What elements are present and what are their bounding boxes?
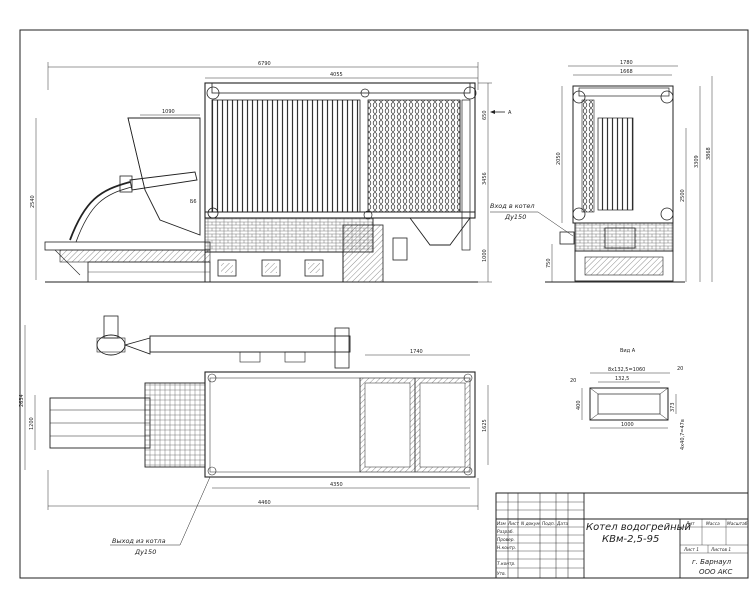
dim-2500: 2500 (680, 189, 686, 202)
dim-6790: 6790 (258, 61, 271, 67)
view-a-left: 20 (570, 378, 576, 384)
tb-sheets: Листов 1 (710, 547, 731, 553)
view-a-label: Вид А (620, 348, 636, 354)
dim-1000: 1000 (482, 249, 488, 262)
view-a-flange: 8x132,5=1060 (608, 367, 645, 373)
tb-row-razrab: Разраб. (497, 529, 514, 535)
tb-header-mass: Масса (706, 521, 720, 527)
dim-650: 650 (482, 110, 488, 120)
dim-2540: 2540 (30, 195, 36, 208)
dim-1200: 1200 (29, 417, 35, 430)
view-a-detail: Вид А 8x132,5=1060 132,5 20 20 400 373 1… (570, 348, 686, 450)
front-view: 6790 4055 1090 2540 (30, 61, 512, 283)
dim-4350: 4350 (330, 482, 343, 488)
tb-col-ndok: N докум. (521, 521, 541, 527)
section-a-mark: А (508, 110, 512, 116)
dim-2050: 2050 (556, 152, 562, 165)
dim-3868: 3868 (706, 147, 712, 160)
dim-1625: 1625 (482, 419, 488, 432)
dim-4460: 4460 (258, 500, 271, 506)
drawing-frame (19, 29, 749, 579)
dim-3456: 3456 (482, 172, 488, 185)
label-b6: Б6 (190, 199, 197, 205)
outlet-note-line1: Выход из котла (112, 537, 166, 545)
title-block: Изм Лист N докум. Подп. Дата Разраб. Про… (495, 492, 749, 579)
view-a-pitch: 132,5 (615, 376, 629, 382)
tb-row-prover: Провер. (497, 537, 515, 543)
tb-header-lit: Лит (685, 521, 695, 527)
tb-col-list: Лист (507, 521, 519, 527)
dim-4055: 4055 (330, 72, 343, 78)
dim-1090: 1090 (162, 109, 175, 115)
tb-col-podp: Подп. (542, 521, 555, 527)
side-view: 1780 1668 2050 750 2500 3309 3868 Вход в (490, 60, 713, 283)
view-a-inner: 373 (670, 402, 676, 412)
view-a-right: 20 (677, 366, 683, 372)
dim-2634: 2634 (19, 394, 25, 407)
tb-row-tkontr: Т.контр. (497, 561, 516, 567)
dim-750: 750 (546, 258, 552, 268)
drawing-title-line2: КВм-2,5-95 (602, 534, 659, 545)
plan-view: 2634 1200 1740 1625 (19, 315, 489, 556)
tb-header-scale: Масштаб (727, 521, 748, 527)
tb-org-name: ООО АКС (699, 568, 733, 576)
view-a-holes: 4x40,7=47в (680, 419, 686, 450)
tb-sheet: Лист 1 (683, 547, 699, 553)
tb-row-utv: Утв. (497, 571, 506, 577)
view-a-height: 400 (576, 400, 582, 410)
view-a-width: 1000 (621, 422, 634, 428)
dim-1780: 1780 (620, 60, 633, 66)
dim-1740: 1740 (410, 349, 423, 355)
tb-org-city: г. Барнаул (692, 558, 732, 566)
drawing-title-line1: Котел водогрейный (586, 522, 691, 533)
tb-col-data: Дата (556, 521, 568, 527)
tb-col-izm: Изм (497, 521, 506, 527)
inlet-note-line2: Ду150 (504, 213, 526, 221)
dim-1668: 1668 (620, 69, 633, 75)
outlet-note-line2: Ду150 (134, 548, 156, 556)
tb-row-nkontr: Н.контр. (497, 545, 516, 551)
dim-3309: 3309 (694, 155, 700, 168)
inlet-note-line1: Вход в котел (490, 202, 535, 210)
